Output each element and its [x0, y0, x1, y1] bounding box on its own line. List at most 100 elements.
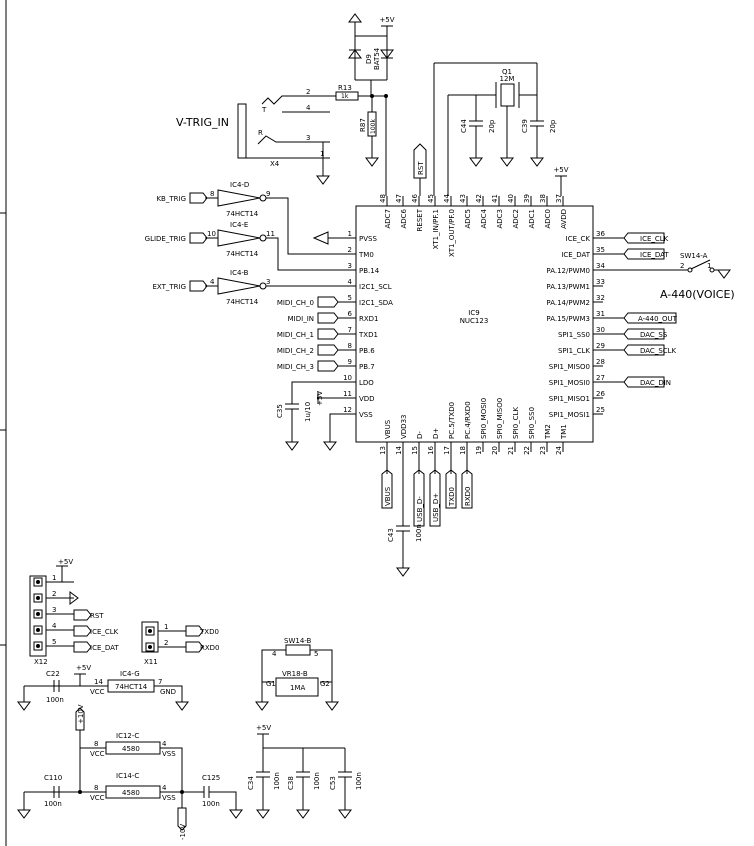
- svg-text:BAT54: BAT54: [373, 47, 381, 70]
- ic9-pin-num: 4: [348, 278, 353, 286]
- ic9-pin-name: XT1_OUT/PF.0: [448, 209, 456, 257]
- ic9-pin-name: RXD1: [359, 315, 379, 323]
- svg-text:12M: 12M: [500, 75, 515, 83]
- svg-text:VCC: VCC: [90, 750, 105, 758]
- net-midi-in: MIDI_IN: [288, 315, 314, 323]
- ic9-pin-num: 32: [596, 294, 605, 302]
- svg-text:74HCT14: 74HCT14: [226, 210, 259, 218]
- ldo-decoupling: C35 1u/10 +5V: [276, 381, 346, 451]
- ic9-pin-num: 14: [395, 445, 403, 454]
- svg-text:VSS: VSS: [162, 794, 176, 802]
- svg-text:8: 8: [210, 190, 214, 198]
- ic9-pin-name: SPI0_SS0: [528, 407, 536, 439]
- svg-text:Q1: Q1: [502, 68, 512, 76]
- net-midi-ch-0: MIDI_CH_0: [277, 299, 314, 307]
- net-txd0: TXD0: [448, 487, 456, 507]
- header-pin-num: 4: [52, 622, 57, 630]
- header-pin: [33, 577, 43, 587]
- svg-text:4: 4: [210, 278, 215, 286]
- header-pin-num: 3: [52, 606, 56, 614]
- svg-text:10: 10: [207, 230, 216, 238]
- header-pin-num: 1: [52, 574, 56, 582]
- ic9-pin-num: 28: [596, 358, 605, 366]
- svg-text:5: 5: [314, 650, 318, 658]
- ic9-pin-num: 22: [523, 446, 531, 455]
- ic9-pin-name: ICE_DAT: [561, 251, 590, 259]
- cap-value: 100n: [313, 772, 321, 790]
- ic9-pin-num: 41: [491, 194, 499, 203]
- svg-text:G1: G1: [266, 680, 276, 688]
- svg-text:IC12-C: IC12-C: [116, 732, 139, 740]
- ic9-pin-num: 10: [343, 374, 352, 382]
- net-ext-trig: EXT_TRIG: [153, 283, 187, 291]
- cap-ref: C53: [329, 776, 337, 790]
- svg-text:R87: R87: [359, 118, 367, 132]
- ic9-pin-name: TM1: [560, 424, 568, 440]
- bottom-net-flags: VBUS USB_D- USB_D+ TXD0 RXD0: [381, 452, 473, 527]
- header-pin: [33, 641, 43, 651]
- right-net-flags: ICE_CLK ICE_DAT A-440_OUT DAC_SS DAC_SCL…: [603, 232, 678, 388]
- ic9-pin-num: 12: [343, 406, 352, 414]
- svg-text:C110: C110: [44, 774, 62, 782]
- net-dac-din: DAC_DIN: [640, 379, 671, 387]
- svg-text:IC4-G: IC4-G: [120, 670, 140, 678]
- svg-text:4: 4: [162, 740, 167, 748]
- net-midi-ch-2: MIDI_CH_2: [277, 347, 314, 355]
- ic9-pin-name: ICE_CK: [566, 235, 591, 243]
- svg-text:X4: X4: [270, 160, 280, 168]
- header-pin: [33, 593, 43, 603]
- svg-text:C43: C43: [387, 528, 395, 542]
- ic9-pin-num: 36: [596, 230, 605, 238]
- svg-text:VCC: VCC: [90, 794, 105, 802]
- ic9-pin-name: LDO: [359, 379, 374, 387]
- svg-text:-10V: -10V: [179, 824, 187, 840]
- ic9-pin-num: 42: [475, 194, 483, 203]
- ic9-pin-name: AVDD: [560, 209, 568, 229]
- svg-text:SW14-A: SW14-A: [680, 252, 708, 260]
- rst-net-tag: RST: [413, 143, 427, 196]
- cap-value: 100n: [355, 772, 363, 790]
- ic9-pin-name: ADC7: [384, 209, 392, 229]
- svg-text:100n: 100n: [415, 524, 423, 542]
- svg-text:+5V: +5V: [256, 724, 271, 732]
- net-ice-dat: ICE_DAT: [640, 251, 669, 259]
- ic9-pin-num: 24: [555, 445, 563, 454]
- header-pin: [145, 642, 155, 652]
- svg-text:3: 3: [266, 278, 270, 286]
- header-pin-num: 1: [164, 623, 168, 631]
- ic9-pin-num: 30: [596, 326, 605, 334]
- svg-text:3: 3: [306, 134, 310, 142]
- svg-text:20p: 20p: [549, 119, 557, 133]
- ic9-pin-name: I2C1_SCL: [359, 283, 392, 291]
- ic9-pin-name: SPI1_MOSI1: [549, 411, 590, 419]
- svg-text:RST: RST: [90, 612, 104, 620]
- cap-value: 100n: [273, 772, 281, 790]
- ic9-pin-num: 1: [348, 230, 352, 238]
- ic9-pin-name: ADC1: [528, 209, 536, 229]
- ic9-pin-name: TXD1: [358, 331, 378, 339]
- svg-text:8: 8: [94, 740, 98, 748]
- ic9-pin-num: 45: [427, 194, 435, 203]
- ic9-pin-num: 2: [348, 246, 352, 254]
- ic9-ref: IC9: [468, 309, 479, 317]
- ic9-pin-name: PB.7: [359, 363, 375, 371]
- ic9-pin-num: 8: [348, 342, 352, 350]
- svg-text:R13: R13: [338, 84, 352, 92]
- ic9-pin-name: ADC2: [512, 209, 520, 229]
- svg-text:100n: 100n: [44, 800, 62, 808]
- svg-text:IC14-C: IC14-C: [116, 772, 139, 780]
- net-ice-clk: ICE_CLK: [640, 235, 669, 243]
- ic9-pin-num: 23: [539, 446, 547, 455]
- ic9-pin-num: 18: [459, 446, 467, 455]
- ic9-pin-num: 17: [443, 446, 451, 455]
- ic9-pin-name: XT1_IN/PF.1: [432, 209, 440, 249]
- ic9-pin-num: 5: [348, 294, 352, 302]
- ic9-pin-num: 9: [348, 358, 352, 366]
- ic9-pin-num: 37: [555, 194, 563, 203]
- header-pin-num: 2: [164, 639, 168, 647]
- svg-text:100n: 100n: [46, 696, 64, 704]
- r13-resistor: R13 1k: [330, 84, 388, 101]
- cap-ref: C34: [247, 776, 255, 790]
